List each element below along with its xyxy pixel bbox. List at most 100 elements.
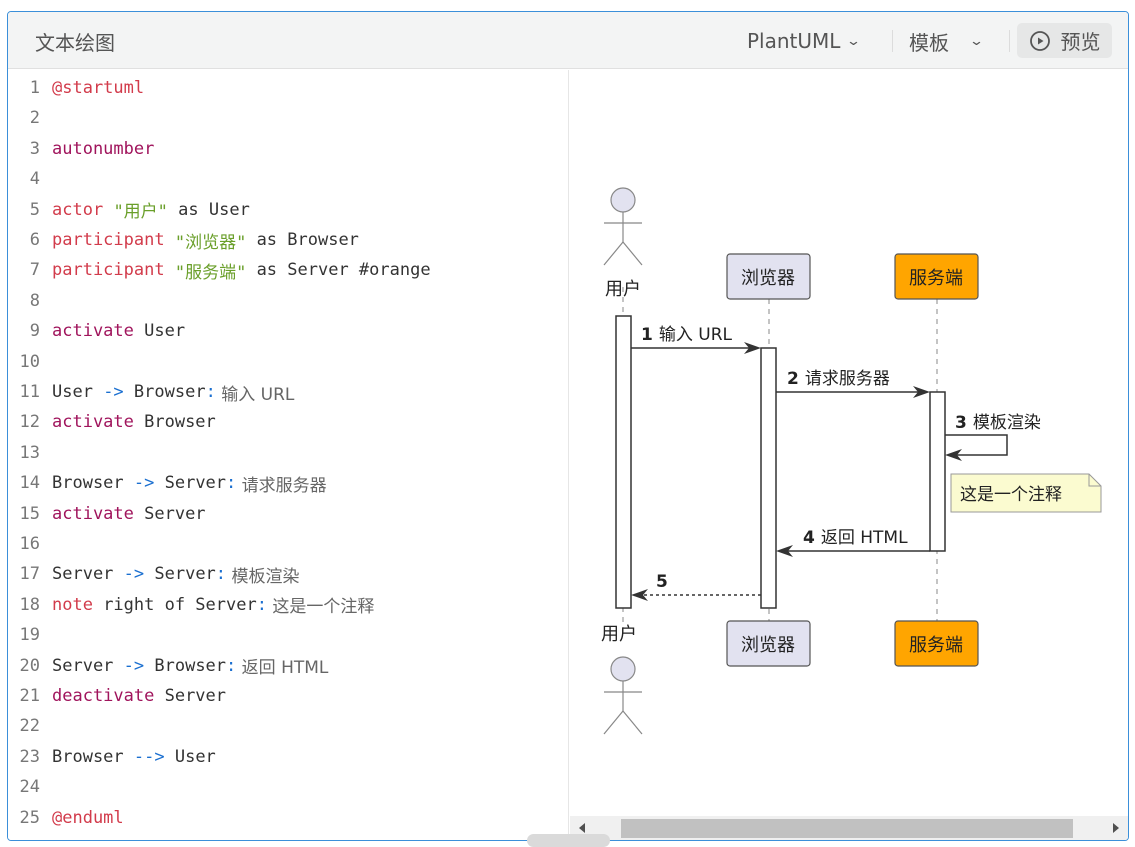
code-token: activate	[52, 503, 134, 524]
code-token: autonumber	[52, 138, 155, 159]
participant-server-top: 服务端	[894, 253, 979, 300]
code-token: Browser	[144, 655, 227, 676]
svg-text:4返回 HTML: 4返回 HTML	[803, 528, 908, 548]
code-token: as Server #orange	[246, 260, 431, 281]
code-token: Server	[52, 655, 124, 676]
code-token: -->	[133, 746, 165, 767]
line-number: 6	[29, 230, 40, 250]
actor-label: 用户	[601, 624, 637, 645]
code-token: right of Server	[92, 594, 257, 615]
code-token: Server	[52, 564, 124, 585]
code-line[interactable]: 5 actor "用户" as User	[8, 195, 250, 225]
code-token: as User	[167, 199, 250, 220]
code-token: participant	[52, 260, 165, 281]
scroll-left-arrow-icon[interactable]	[579, 823, 585, 833]
note-text: 这是一个注释	[960, 485, 1062, 505]
line-number: 10	[19, 351, 40, 372]
code-token: @enduml	[52, 807, 124, 828]
code-token: ->	[123, 564, 145, 585]
panel-title: 文本绘图	[35, 31, 115, 55]
line-number: 21	[19, 686, 40, 706]
code-line[interactable]: 8	[8, 286, 52, 316]
horizontal-scrollbar[interactable]	[570, 816, 1128, 840]
scroll-right-arrow-icon[interactable]	[1113, 823, 1119, 833]
header-divider	[892, 30, 893, 52]
code-line[interactable]: 19	[8, 620, 52, 650]
code-token	[103, 200, 113, 220]
code-token: participant	[52, 230, 165, 250]
message-number: 3	[955, 413, 967, 433]
line-number: 16	[19, 534, 40, 554]
code-line[interactable]: 10	[8, 347, 52, 377]
code-line[interactable]: 22	[8, 711, 52, 741]
actor-user-top: 用户	[603, 187, 643, 300]
code-token: actor	[52, 199, 104, 220]
code-token: :	[226, 473, 237, 494]
code-line[interactable]: 1@startuml	[8, 73, 144, 103]
line-number: 17	[19, 564, 40, 585]
code-line[interactable]: 24	[8, 772, 52, 802]
code-token: :	[205, 382, 216, 402]
message-5: 5	[631, 572, 761, 601]
code-token: deactivate	[52, 686, 155, 706]
scrollbar-thumb[interactable]	[621, 819, 1073, 838]
code-line[interactable]: 25@enduml	[8, 803, 124, 833]
code-token: User	[164, 746, 216, 767]
template-select-value: 模板	[909, 30, 949, 55]
language-select[interactable]: PlantUML ⌄	[747, 25, 862, 57]
code-token: @startuml	[52, 78, 145, 98]
language-select-value: PlantUML	[747, 29, 841, 53]
code-token: Server	[133, 503, 206, 524]
code-token: ->	[103, 382, 124, 402]
resize-handle[interactable]	[527, 834, 610, 847]
line-number: 8	[29, 290, 40, 311]
code-token: Browser	[52, 473, 134, 494]
code-line[interactable]: 16	[8, 529, 52, 559]
participant-server-bottom: 服务端	[894, 620, 979, 667]
line-number: 4	[29, 169, 40, 190]
code-token: :	[226, 655, 237, 676]
code-line[interactable]: 4	[8, 164, 52, 194]
actor-head	[610, 187, 636, 213]
play-circle-icon	[1029, 30, 1050, 51]
line-number: 5	[29, 199, 40, 220]
line-number: 24	[19, 777, 40, 798]
template-select[interactable]: 模板 ⌄	[909, 25, 984, 57]
code-token: "用户"	[113, 202, 168, 223]
participant-label: 服务端	[909, 635, 963, 656]
participant-label: 浏览器	[741, 268, 795, 289]
actor-label: 用户	[605, 279, 641, 300]
code-token: :	[215, 564, 227, 585]
code-line[interactable]: 13	[8, 438, 52, 468]
panel-header: 文本绘图 PlantUML ⌄ 模板 ⌄ 预览	[8, 12, 1128, 69]
preview-button[interactable]: 预览	[1017, 23, 1112, 58]
message-number: 2	[787, 369, 799, 389]
code-token: Server	[144, 564, 216, 585]
browser-activation-bar	[760, 347, 777, 609]
code-token: "浏览器"	[174, 232, 247, 253]
code-line[interactable]: 2	[8, 103, 52, 133]
code-token: Browser	[52, 746, 134, 767]
